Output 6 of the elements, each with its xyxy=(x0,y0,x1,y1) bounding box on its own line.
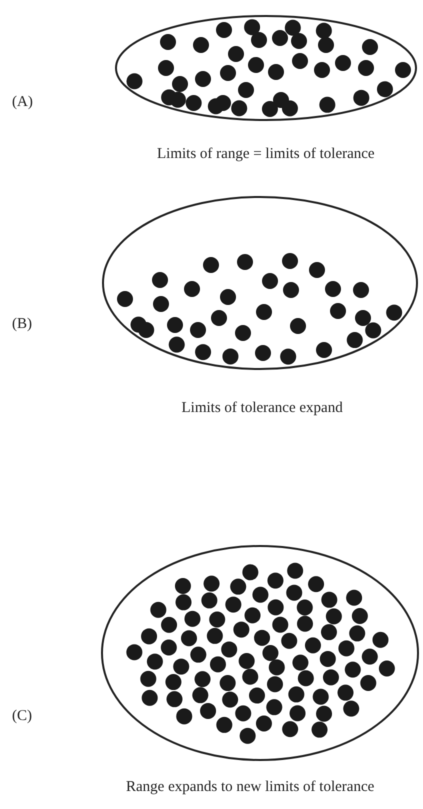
panel-label: (A) xyxy=(12,94,33,111)
panel-label: (B) xyxy=(12,316,32,333)
caption: Range expands to new limits of tolerance xyxy=(126,779,374,796)
caption: Limits of tolerance expand xyxy=(182,400,343,417)
caption: Limits of range = limits of tolerance xyxy=(157,146,375,163)
panel-label: (C) xyxy=(12,708,32,725)
